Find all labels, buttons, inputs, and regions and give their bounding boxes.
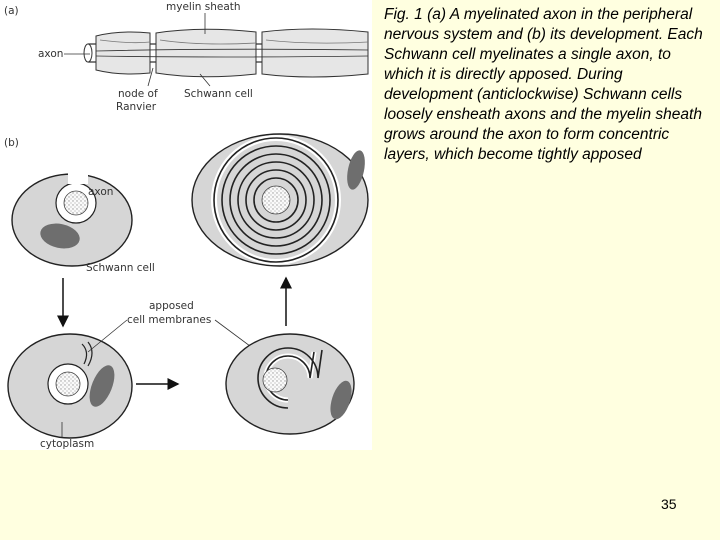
nucleus-2 xyxy=(89,365,115,407)
nucleus-4 xyxy=(347,150,365,190)
schwann-cell-stage-1 xyxy=(11,166,133,267)
schwann-cell-label-a: Schwann cell xyxy=(184,88,253,100)
schwann-cell-stage-4 xyxy=(191,133,369,267)
schwann-cell-stage-3 xyxy=(225,333,355,435)
schwann-cell-label-b: Schwann cell xyxy=(86,262,155,274)
axon-label-b: axon xyxy=(88,186,113,198)
panel-a-label: (a) xyxy=(4,5,19,17)
node-label-line1: node of xyxy=(118,88,158,100)
schwann-cell-stage-2 xyxy=(7,333,133,439)
nucleus-1 xyxy=(40,223,80,249)
axon-label-a: axon xyxy=(38,48,63,60)
myelinated-axon-drawing xyxy=(83,28,369,78)
myelin-sheath-label: myelin sheath xyxy=(166,1,241,13)
node-label-line2: Ranvier xyxy=(116,101,157,113)
apposed-label-line1: apposed xyxy=(149,300,194,312)
apposed-label-line2: cell membranes xyxy=(127,314,211,326)
nucleus-3 xyxy=(330,380,352,420)
panel-b-label: (b) xyxy=(4,137,19,149)
myelination-figure: (a) myelin sheath axon node of Ranvier S… xyxy=(0,0,372,450)
figure-caption: Fig. 1 (a) A myelinated axon in the peri… xyxy=(384,6,703,163)
axon-dot-1 xyxy=(63,190,89,216)
cytoplasm-label: cytoplasm xyxy=(40,438,94,450)
page-number: 35 xyxy=(661,496,677,512)
